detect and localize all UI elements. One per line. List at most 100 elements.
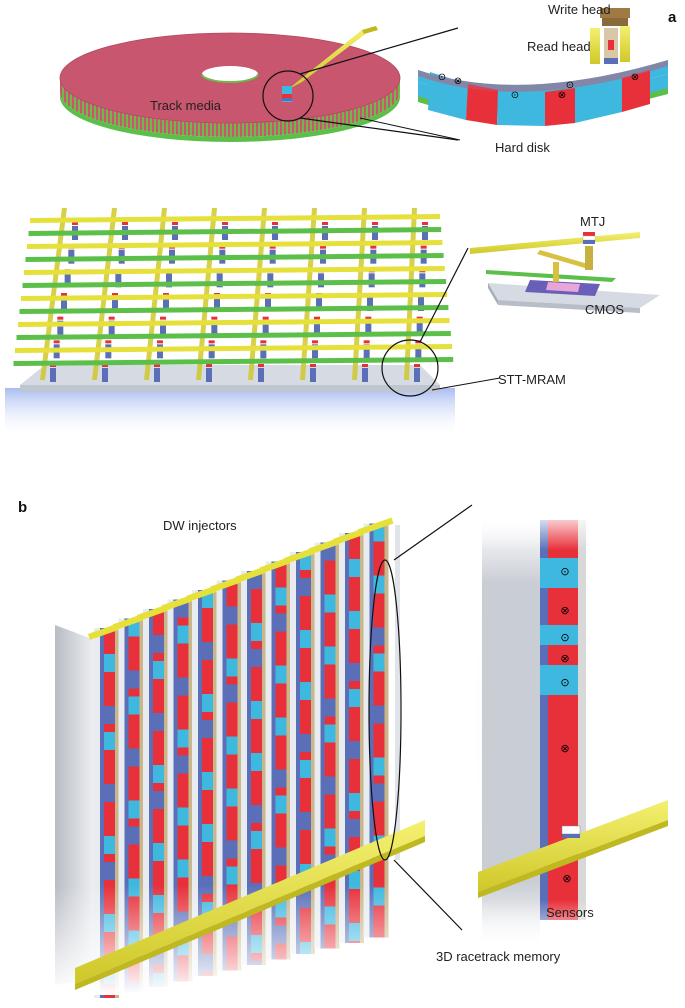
symbol-in-3: ⊗: [631, 72, 639, 83]
mtj-cell: [470, 232, 660, 313]
column-domain: [129, 749, 140, 767]
column-domain: [227, 841, 238, 859]
column-domain: [300, 682, 311, 700]
mtj-cell: [57, 317, 63, 320]
cmos-cell: [102, 368, 108, 382]
column-domain: [374, 654, 385, 672]
column-domain: [227, 789, 238, 807]
label-hard-disk: Hard disk: [495, 140, 550, 155]
mtj-cell: [258, 364, 264, 367]
column-domain: [276, 848, 287, 866]
mtj-cell: [312, 340, 318, 343]
column-domain: [276, 796, 287, 814]
mtj-cell: [422, 222, 428, 225]
rt-symbol-out-1: ⊙: [560, 565, 569, 578]
column-domain: [153, 635, 164, 653]
rt-zoom-line-top: [394, 505, 472, 560]
column-domain: [104, 732, 115, 750]
column-domain: [300, 630, 311, 648]
wordline: [26, 253, 444, 262]
label-dw-injectors: DW injectors: [163, 518, 237, 533]
mtj-cell: [109, 317, 115, 320]
mtj-cell: [263, 317, 269, 320]
mtj-cell: [54, 340, 60, 343]
column-domain: [325, 829, 336, 847]
column-domain: [374, 784, 385, 802]
column-domain: [349, 559, 360, 577]
column-domain: [178, 730, 189, 748]
column-domain: [325, 647, 336, 665]
column-domain: [276, 588, 287, 606]
symbol-out-1: ⊙: [438, 72, 446, 83]
symbol-in-2: ⊗: [558, 90, 566, 101]
cmos-cell: [414, 368, 420, 382]
rt-symbol-in-1: ⊗: [560, 604, 569, 617]
column-domain: [300, 812, 311, 830]
rt-symbol-out-3: ⊙: [560, 676, 569, 689]
column-domain: [251, 753, 262, 771]
label-write-head: Write head: [548, 2, 611, 17]
cmos-cell: [154, 368, 160, 382]
column-domain: [349, 819, 360, 837]
column-domain: [349, 611, 360, 629]
column-domain: [276, 770, 287, 788]
column-domain: [374, 758, 385, 776]
mtj-cell: [222, 222, 228, 225]
column-edge: [370, 524, 374, 938]
column-domain: [178, 678, 189, 696]
column-domain: [178, 756, 189, 774]
column-domain: [153, 713, 164, 731]
column-domain: [227, 659, 238, 677]
rt-symbol-in-4: ⊗: [562, 872, 571, 885]
wordline: [14, 357, 454, 366]
cmos-cell: [362, 368, 368, 382]
column-domain: [227, 867, 238, 885]
column-domain: [178, 808, 189, 826]
mtj-cell: [310, 364, 316, 367]
symbol-out-2: ⊙: [511, 90, 519, 101]
zoomed-track: [418, 60, 668, 126]
wordline: [27, 240, 442, 249]
wordline: [20, 305, 449, 314]
wordline: [18, 318, 450, 327]
column-domain: [251, 623, 262, 641]
column-domain: [227, 685, 238, 703]
column-domain: [178, 626, 189, 644]
label-sensors: Sensors: [546, 905, 594, 920]
mtj-cell: [160, 317, 166, 320]
wordline: [29, 227, 442, 236]
mtj-cell: [370, 246, 376, 249]
mtj-cell: [272, 222, 278, 225]
cmos-cell: [206, 368, 212, 382]
column-domain: [276, 666, 287, 684]
column-wall: [339, 533, 345, 943]
mtj-cell: [172, 222, 178, 225]
column-domain: [202, 772, 213, 790]
column-domain: [276, 718, 287, 736]
column-domain: [349, 689, 360, 707]
rt-symbol-out-2: ⊙: [560, 631, 569, 644]
symbol-in-1: ⊗: [454, 76, 462, 87]
wordline: [15, 344, 452, 353]
column-domain: [251, 649, 262, 667]
column-domain: [374, 706, 385, 724]
column-edge: [345, 533, 349, 943]
wordline: [21, 292, 447, 301]
column-domain: [325, 595, 336, 613]
column-domain: [129, 827, 140, 845]
mtj-cell: [322, 222, 328, 225]
mtj-cell: [372, 222, 378, 225]
mram-array: [5, 208, 455, 438]
mtj-cell: [260, 340, 266, 343]
column-domain: [153, 661, 164, 679]
panel-label-a: a: [668, 9, 677, 26]
mtj-cell: [414, 364, 420, 367]
column-domain: [349, 663, 360, 681]
rt-symbol-in-3: ⊗: [560, 742, 569, 755]
label-cmos: CMOS: [585, 302, 624, 317]
column-domain: [227, 737, 238, 755]
column-domain: [251, 701, 262, 719]
column-domain: [349, 741, 360, 759]
column-domain: [300, 760, 311, 778]
wordline: [17, 331, 451, 340]
